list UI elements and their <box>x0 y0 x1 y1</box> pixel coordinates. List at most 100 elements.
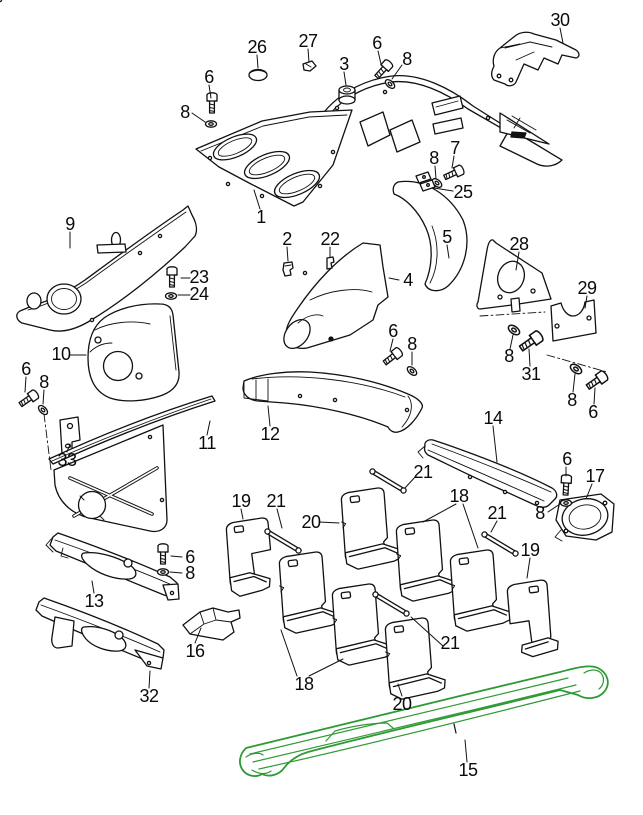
part-18-heat-shield <box>277 550 341 635</box>
clip-25-icon <box>415 171 436 192</box>
callout-13-label[interactable]: 13 <box>84 591 104 611</box>
washer-8-icon <box>204 120 218 128</box>
callout-15-label[interactable]: 15 <box>458 760 478 780</box>
callout-4-label[interactable]: 4 <box>403 270 413 290</box>
callout-18-label[interactable]: 18 <box>294 674 314 694</box>
part-18-heat-shield <box>448 548 512 633</box>
callout-1-label[interactable]: 1 <box>256 207 266 227</box>
washer-8-icon <box>36 403 50 417</box>
callout-8-label[interactable]: 8 <box>402 49 412 69</box>
callout-22-label[interactable]: 22 <box>320 229 340 249</box>
callout-21-label[interactable]: 21 <box>266 491 286 511</box>
callout-6-label[interactable]: 6 <box>372 33 382 53</box>
callout-8-label[interactable]: 8 <box>180 102 190 122</box>
washer-8-icon <box>156 568 170 576</box>
part-30-bracket <box>491 31 580 87</box>
callout-18-label[interactable]: 18 <box>449 486 469 506</box>
part-15-bumper-highlighted[interactable] <box>239 665 609 777</box>
callout-27-label[interactable]: 27 <box>298 31 318 51</box>
callout-32-label[interactable]: 32 <box>139 686 159 706</box>
washer-24-icon <box>164 292 178 300</box>
pin-22-icon <box>326 256 335 270</box>
part-18-heat-shield <box>330 582 394 667</box>
callout-31-label[interactable]: 31 <box>521 364 541 384</box>
callout-6-label[interactable]: 6 <box>185 547 195 567</box>
callout-9-label[interactable]: 9 <box>65 214 75 234</box>
part-20-heat-shield <box>383 616 447 701</box>
callout-8-label[interactable]: 8 <box>535 503 545 523</box>
bolt-31-icon <box>516 328 546 355</box>
callout-20-label[interactable]: 20 <box>392 694 412 714</box>
part-18-heat-shield <box>394 518 458 603</box>
washer-8-icon <box>559 499 573 507</box>
callout-24-label[interactable]: 24 <box>189 284 209 304</box>
callout-10-label[interactable]: 10 <box>51 344 71 364</box>
part-19-heat-shield <box>506 578 560 659</box>
part-10-shield <box>87 303 180 402</box>
callout-14-label[interactable]: 14 <box>483 408 503 428</box>
callout-11-label[interactable]: 11 <box>198 433 216 453</box>
part-13-support-rail <box>45 532 180 601</box>
callout-6-label[interactable]: 6 <box>204 67 214 87</box>
callout-7-label[interactable]: 7 <box>450 138 460 158</box>
part-28-shield-plate <box>476 239 552 317</box>
callout-16-label[interactable]: 16 <box>185 641 205 661</box>
callout-23-label[interactable]: 23 <box>189 267 209 287</box>
callout-8-label[interactable]: 8 <box>185 563 195 583</box>
callout-17-label[interactable]: 17 <box>585 466 605 486</box>
callout-25-label[interactable]: 25 <box>453 182 473 202</box>
callout-8-label[interactable]: 8 <box>39 372 49 392</box>
part-32-support-rail <box>35 597 165 670</box>
callout-8-label[interactable]: 8 <box>429 148 439 168</box>
callout-20-label[interactable]: 20 <box>301 512 321 532</box>
bolt-6-icon <box>206 92 218 114</box>
part-33-angle-bracket <box>43 413 81 471</box>
washer-8-icon <box>505 322 523 338</box>
callout-33-label[interactable]: 33 <box>57 450 77 470</box>
part-1-cover-panel <box>195 109 353 207</box>
callout-2-label[interactable]: 2 <box>282 229 292 249</box>
part-11-panel <box>48 395 216 533</box>
bolt-6-icon <box>559 473 573 496</box>
clip-2-icon <box>282 261 294 277</box>
callout-21-label[interactable]: 21 <box>413 462 433 482</box>
grommet-3-icon <box>338 85 356 105</box>
bolt-23-icon <box>166 266 178 288</box>
part-5-deflector <box>392 180 468 292</box>
callout-26-label[interactable]: 26 <box>247 37 267 57</box>
part-4-air-duct <box>283 242 389 350</box>
callout-19-label[interactable]: 19 <box>231 491 251 511</box>
callout-6-label[interactable]: 6 <box>21 359 31 379</box>
wheel-housing-liner <box>0 0 563 167</box>
bolt-7-icon <box>441 163 466 183</box>
washer-8-icon <box>405 364 419 378</box>
callout-6-label[interactable]: 6 <box>388 321 398 341</box>
part-9-side-panel <box>16 205 198 332</box>
callout-6-label[interactable]: 6 <box>588 402 598 422</box>
callout-5-label[interactable]: 5 <box>442 227 452 247</box>
callout-8-label[interactable]: 8 <box>504 346 514 366</box>
callout-21-label[interactable]: 21 <box>487 503 507 523</box>
leader-lines <box>24 27 596 763</box>
callout-30-label[interactable]: 30 <box>550 10 570 30</box>
callout-19-label[interactable]: 19 <box>520 540 540 560</box>
callout-3-label[interactable]: 3 <box>339 54 349 74</box>
bolt-6-icon <box>157 543 169 565</box>
callout-8-label[interactable]: 8 <box>567 390 577 410</box>
callout-6-label[interactable]: 6 <box>562 449 572 469</box>
part-29-notched-plate <box>546 299 608 373</box>
bolt-6-icon <box>583 369 610 393</box>
part-16-channel-bracket <box>182 607 241 641</box>
callout-21-label[interactable]: 21 <box>440 633 460 653</box>
part-14-tray-panel <box>417 439 558 508</box>
bolt-6-icon <box>16 388 41 410</box>
callout-8-label[interactable]: 8 <box>407 334 417 354</box>
clip-27-icon <box>302 60 317 72</box>
callout-12-label[interactable]: 12 <box>260 424 280 444</box>
callout-29-label[interactable]: 29 <box>577 278 597 298</box>
plug-26-icon <box>248 68 268 82</box>
callout-28-label[interactable]: 28 <box>509 234 529 254</box>
